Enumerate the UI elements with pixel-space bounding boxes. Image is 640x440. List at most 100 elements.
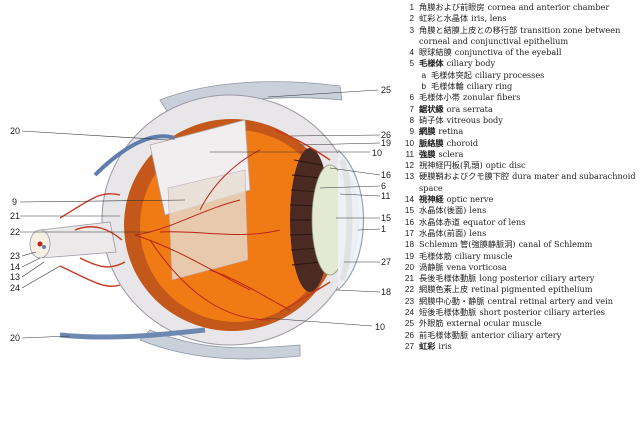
- legend-item-english: lens: [469, 205, 487, 216]
- optic-nerve-sheath: [39, 221, 117, 259]
- label-10-lower: 10: [375, 322, 385, 332]
- central-retinal-vein: [42, 245, 46, 249]
- legend-item-number: 2: [409, 14, 414, 24]
- label-10-upper: 10: [372, 148, 382, 158]
- leader-lines: [19, 89, 381, 339]
- label-20-lower: 20: [10, 333, 20, 343]
- legend-item-number: 17: [404, 228, 414, 238]
- legend-item-english: cornea and anterior chamber: [487, 2, 610, 12]
- legend-item-japanese: 短後毛様体動脈: [419, 307, 477, 318]
- legend-item-number: 11: [405, 149, 415, 159]
- label-11: 11: [381, 191, 390, 201]
- legend-item-number: 18: [404, 240, 414, 250]
- legend-item-japanese: 外眼筋: [419, 318, 444, 329]
- legend-item-japanese: 毛様体: [419, 58, 444, 69]
- legend-item-japanese: 網膜中心動・静脈: [419, 295, 485, 306]
- vortex-vein-lower: [59, 327, 206, 340]
- vortex-vein-upper: [93, 134, 176, 177]
- legend-item-japanese: 網膜: [419, 126, 436, 137]
- legend-item-english: retinal pigmented epithelium: [471, 284, 593, 295]
- label-23: 23: [10, 251, 20, 261]
- legend-item-number: b: [421, 82, 426, 92]
- legend-item-japanese: 水晶体(前面): [419, 227, 467, 238]
- legend-item-english: choroid: [446, 137, 479, 148]
- legend-item-english: central retinal artery and vein: [487, 295, 614, 306]
- legend-item-english: vitreous body: [446, 114, 503, 125]
- retinal-vessels: [134, 149, 291, 321]
- central-retinal-artery: [37, 241, 43, 247]
- legend-item-english: ciliary body: [446, 58, 496, 69]
- legend-item-japanese: 視神経円板(乳頭): [419, 160, 483, 171]
- label-9: 9: [12, 197, 17, 207]
- legend-item-number: 6: [409, 93, 414, 103]
- legend-item-english: long posterior ciliary artery: [479, 273, 595, 284]
- legend-item-english: optic disc: [485, 160, 526, 171]
- legend-item-number: 3: [409, 25, 414, 35]
- legend-item-japanese: 虹彩: [419, 340, 436, 351]
- legend-item-japanese: 毛様体筋: [419, 250, 452, 261]
- legend-item-english: retina: [438, 126, 464, 137]
- label-13: 13: [10, 272, 20, 282]
- legend-item-english: sclera: [438, 148, 464, 159]
- legend-item-english: external ocular muscle: [446, 318, 542, 329]
- legend-item-japanese: 硝子体: [419, 114, 444, 125]
- label-26: 26: [381, 130, 391, 140]
- legend-item: 12 視神経円板(乳頭)optic disc: [400, 160, 640, 171]
- legend-item-english: dura mater and subarachnoid space: [419, 171, 636, 193]
- legend-item-number: 9: [409, 127, 414, 137]
- label-1: 1: [381, 224, 386, 234]
- eye-cross-section-figure: 25 20 26 19 10 16 6 9 11 21 15 22 1 23 1…: [10, 81, 391, 360]
- legend-item-number: 26: [404, 330, 414, 340]
- legend-item-english: optic nerve: [446, 194, 494, 205]
- legend-item-number: 15: [404, 206, 414, 216]
- legend-item-english: equator of lens: [462, 216, 526, 227]
- legend-item-english: zonular fibers: [462, 92, 521, 103]
- legend-item-japanese: 角膜および前眼房: [419, 2, 485, 12]
- legend-item-number: 5: [409, 59, 414, 69]
- legend-item-english: transition zone between corneal and conj…: [419, 24, 621, 46]
- legend-item-english: short posterior ciliary arteries: [479, 307, 605, 318]
- label-21: 21: [10, 211, 20, 221]
- eye-diagram-svg: 25 20 26 19 10 16 6 9 11 21 15 22 1 23 1…: [10, 81, 391, 360]
- legend-item-number: 22: [404, 285, 414, 295]
- legend-item-japanese: 前毛様体動脈: [419, 329, 469, 340]
- legend-item-number: 10: [404, 138, 414, 148]
- label-6: 6: [381, 181, 386, 191]
- legend-item-english: iris, lens: [471, 13, 507, 24]
- legend-item-number: 19: [404, 251, 414, 261]
- legend-item-japanese: 毛様体小帯: [419, 92, 460, 103]
- label-20-upper: 20: [10, 126, 20, 136]
- legend-item-number: 12: [404, 161, 414, 171]
- label-14: 14: [10, 262, 20, 272]
- legend-item-japanese: Schlemm 管(強膜静脈洞): [419, 239, 516, 250]
- legend-item-number: 24: [404, 308, 414, 318]
- label-22: 22: [10, 227, 20, 237]
- label-24: 24: [10, 283, 20, 293]
- posterior-ciliary-arteries: [59, 193, 126, 287]
- legend-item-japanese: 鋸状縁: [419, 103, 444, 114]
- legend-item-english: ciliary ring: [466, 81, 513, 92]
- legend-item-number: 8: [409, 115, 414, 125]
- legend-item-number: 4: [409, 48, 414, 58]
- legend-item-japanese: 渦静脈: [419, 261, 444, 272]
- legend-item-number: 7: [409, 104, 414, 114]
- label-15: 15: [381, 213, 391, 223]
- legend-item-japanese: 毛様体突起: [431, 69, 472, 80]
